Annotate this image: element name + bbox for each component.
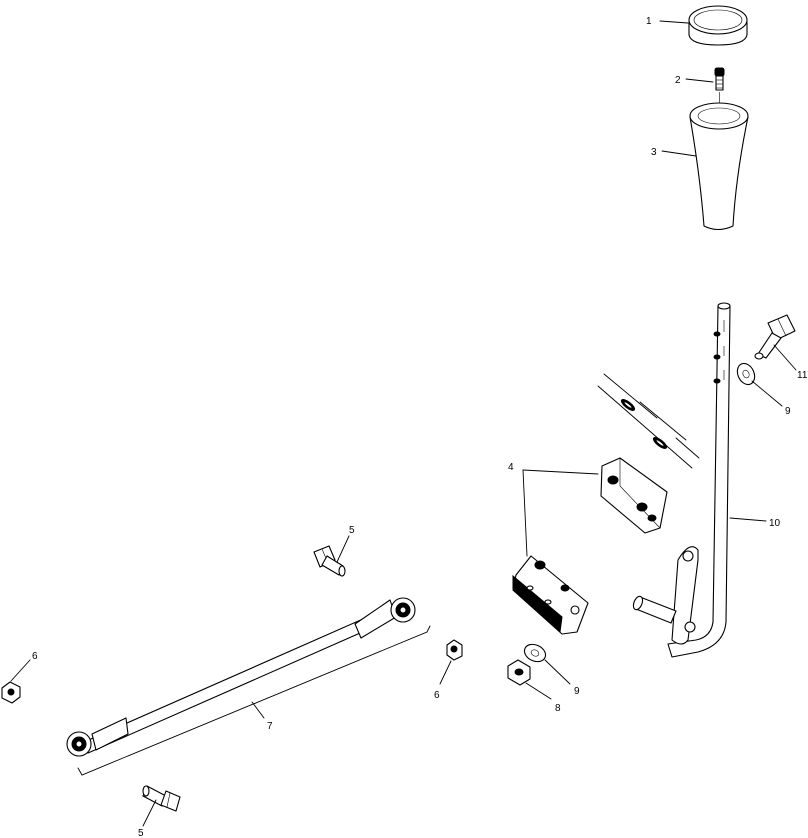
callout-3: 3 (651, 147, 657, 158)
callout-6-left: 6 (32, 651, 38, 662)
callout-11: 11 (797, 370, 808, 381)
part-8-nut (507, 659, 531, 686)
callout-2: 2 (675, 75, 681, 86)
leader-6-center (439, 660, 452, 685)
callout-8: 8 (555, 703, 561, 714)
part-1-knob-cap (688, 5, 748, 46)
part-5-bolt-upper (313, 545, 346, 577)
callout-5-lower: 5 (138, 828, 144, 838)
part-3-knob-body (689, 102, 749, 231)
leader-5-upper (336, 535, 350, 563)
leader-9-lower (544, 659, 571, 685)
leader-10 (729, 517, 767, 522)
callout-9-lower: 9 (574, 686, 580, 697)
part-5-bolt-lower (142, 785, 181, 812)
callout-1: 1 (646, 16, 652, 27)
leader-1 (659, 20, 689, 24)
part-11-bolt (754, 314, 796, 360)
dimension-bracket-7 (77, 625, 431, 776)
leader-6-left (10, 659, 31, 682)
leader-9-upper (751, 380, 783, 407)
callout-5-upper: 5 (349, 525, 355, 536)
part-10-shift-lever (632, 302, 731, 658)
leader-3 (661, 150, 697, 157)
part-4-pivot-block-lower (512, 555, 589, 635)
callout-6-center: 6 (434, 690, 440, 701)
part-4-pivot-block-upper (600, 457, 668, 534)
leader-4 (522, 469, 599, 557)
part-9-washer-upper (736, 362, 756, 386)
leader-7 (251, 701, 265, 719)
leader-5-lower (142, 799, 157, 827)
leader-8 (525, 682, 552, 700)
callout-7: 7 (267, 721, 273, 732)
leader-11 (773, 344, 797, 371)
part-6-nut-left (1, 681, 21, 704)
frame-phantom-outline (597, 373, 700, 469)
callout-9-upper: 9 (785, 406, 791, 417)
part-9-washer-lower (523, 643, 547, 663)
callout-4: 4 (508, 462, 514, 473)
part-7-shift-rod (66, 597, 416, 757)
leader-2 (685, 78, 714, 83)
callout-10: 10 (769, 518, 781, 529)
part-6-nut-center (446, 639, 463, 661)
